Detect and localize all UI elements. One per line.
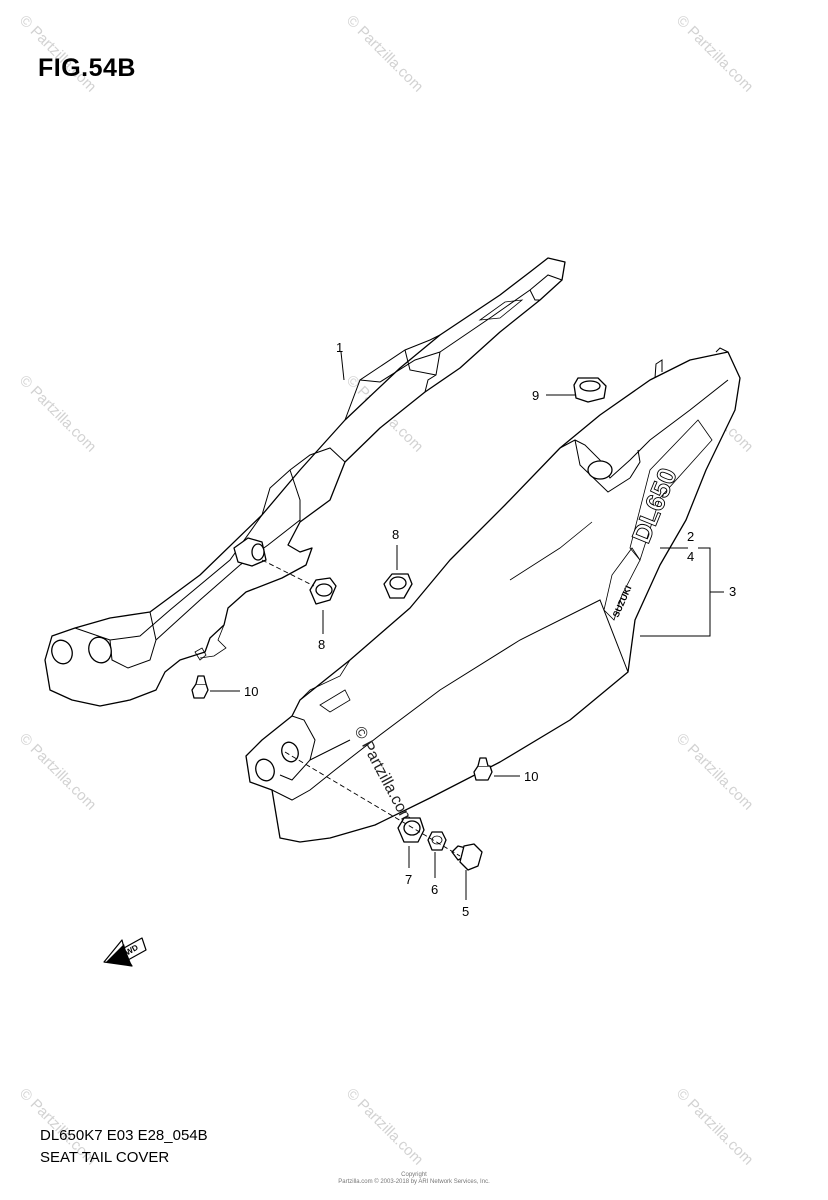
right-seat-tail-cover: DL650 SUZUKI © Partzilla.com [245,347,741,843]
callout-9: 9 [532,388,539,403]
copyright-line-1: Copyright [401,1172,427,1178]
figure-code: DL650K7 E03 E28_054B [40,1127,208,1144]
callout-8-left: 8 [318,637,325,652]
collar [427,831,447,851]
callout-7: 7 [405,872,412,887]
clip-right [473,757,493,781]
clip-left [191,675,209,699]
grommet [573,377,607,403]
copyright-notice: Copyright Partzilla.com © 2003-2018 by A… [0,1172,828,1186]
callout-8-center: 8 [392,527,399,542]
callout-5: 5 [462,904,469,919]
callout-2: 2 [687,529,694,544]
callout-6: 6 [431,882,438,897]
callout-10-left: 10 [244,684,258,699]
copyright-line-2: Partzilla.com © 2003-2018 by ARI Network… [338,1179,490,1185]
damper-center [383,573,413,599]
figure-name: SEAT TAIL COVER [40,1149,170,1166]
callout-10-right: 10 [524,769,538,784]
assembly-line [261,559,315,587]
callout-3: 3 [729,584,736,599]
callout-4: 4 [687,549,694,564]
callout-1: 1 [336,340,343,355]
figure-title: FIG.54B [38,54,136,82]
left-seat-tail-cover [44,257,566,707]
assembly-line [284,751,461,857]
forward-arrow-icon: FWD [103,937,147,967]
leader-line [340,351,345,381]
damper-left [309,577,337,605]
bolt [451,843,483,871]
cushion [397,817,425,843]
